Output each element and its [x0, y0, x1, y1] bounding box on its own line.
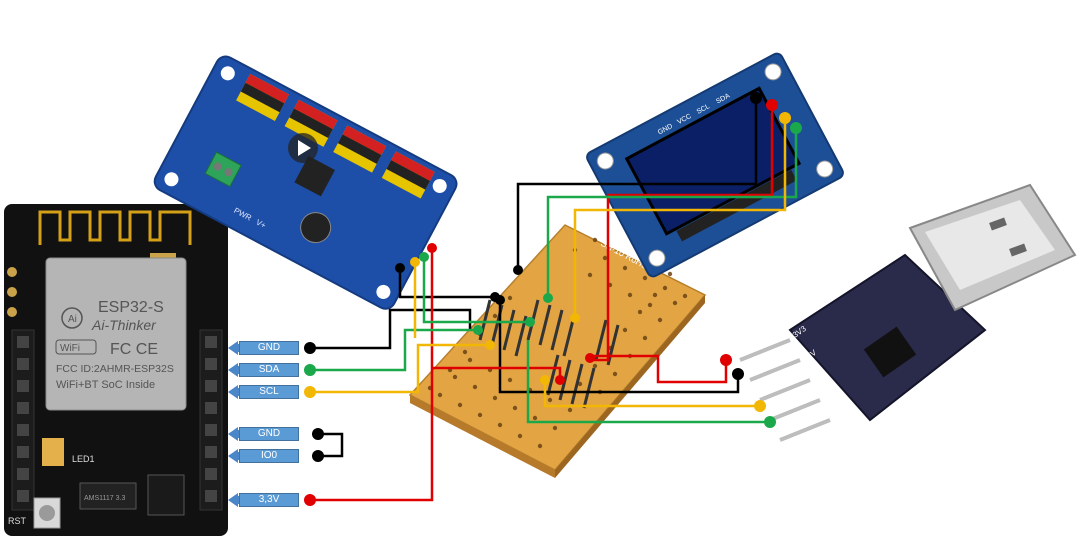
ldo-chip [79, 482, 137, 510]
wire-sda-pca [422, 260, 530, 324]
tantalum-cap [42, 438, 64, 466]
wire-gnd-pca [398, 268, 495, 299]
oled-display: GND VCC SCL SDA [586, 52, 844, 278]
antenna-trace [38, 210, 192, 245]
wire-gnd-io0-jumper [318, 432, 344, 458]
module-maker: Ai-Thinker [91, 317, 157, 333]
usb-pins [739, 338, 831, 442]
servo-headers [236, 73, 435, 199]
board-pads [7, 267, 17, 317]
wires [310, 98, 798, 502]
svg-text:Ai: Ai [68, 314, 77, 325]
usb-pin-rxd: RXD [821, 388, 840, 405]
led-label: LED1 [72, 454, 95, 464]
module-name: ESP32-S [98, 299, 164, 316]
wire-vcc-oled [590, 105, 774, 362]
esp32-module-shield [45, 257, 187, 411]
pin-label-io0: IO0 [228, 449, 299, 463]
wire-3v3 [310, 248, 434, 502]
wire-sda-usb [526, 340, 770, 424]
pin-label-gnd-2: GND [228, 427, 299, 441]
wire-scl-oled [573, 118, 787, 318]
svg-text:AMS1117 3.3: AMS1117 3.3 [84, 495, 125, 502]
power-terminal [204, 151, 242, 188]
pin-label-3v3: 3,3V [228, 493, 299, 507]
wire-gnd-oled [516, 98, 758, 270]
wire-terminals [304, 92, 802, 506]
pin-label-sda: SDA [228, 363, 299, 377]
pca9685-board: PWR V+ [153, 55, 458, 310]
wire-gnd-esp [310, 308, 472, 350]
soc-line: WiFi+BT SoC Inside [56, 379, 155, 391]
psram-chip [147, 474, 185, 516]
wire-sda-oled [546, 128, 798, 298]
esp32-cam-board: Ai ESP32-S Ai-Thinker WiFi FC CE FCC ID:… [4, 204, 228, 536]
capacitor [300, 212, 332, 244]
wifi-badge [55, 339, 97, 355]
vplus-label: V+ [254, 218, 267, 231]
fcc-id: FCC ID:2AHMR-ESP32S [56, 363, 174, 375]
left-header [11, 329, 35, 511]
wire-vcc-usb [590, 354, 728, 384]
ai-logo-icon [61, 307, 83, 329]
usb-serial-adapter: 3V3 +5V TXD RXD DTR [739, 183, 1077, 442]
wire-scl-usb [543, 380, 760, 408]
svg-text:WiFi: WiFi [60, 343, 80, 354]
usb-uart-chip [863, 326, 917, 378]
usb-pin-dtr: DTR [831, 409, 850, 426]
ce-mark: FC CE [110, 341, 158, 358]
pca9685-chip [294, 155, 335, 197]
wire-sda-esp [310, 328, 478, 372]
pin-label-scl: SCL [228, 385, 299, 399]
pin-label-gnd: GND [228, 341, 299, 355]
wire-gnd-usb [498, 300, 740, 394]
wire-scl-esp [310, 343, 490, 394]
play-icon [288, 133, 318, 163]
right-header [199, 329, 223, 511]
rst-label: RST [8, 516, 27, 526]
